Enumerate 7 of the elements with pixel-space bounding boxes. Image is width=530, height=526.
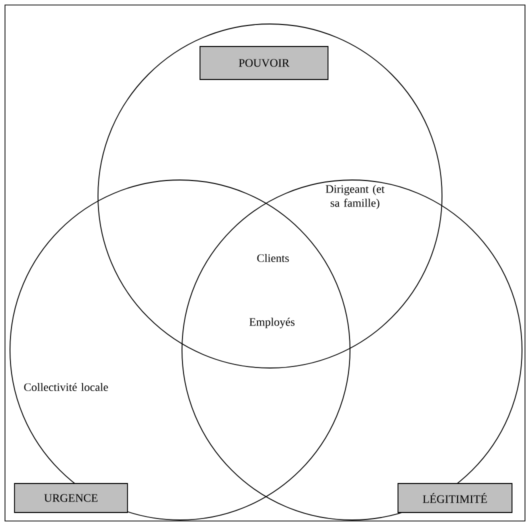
label-box: POUVOIR: [200, 46, 328, 80]
region-label: Dirigeant (et sa famille): [326, 184, 385, 210]
label-box: URGENCE: [14, 483, 128, 513]
label-box: LÉGITIMITÉ: [398, 483, 512, 513]
region-label: Collectivité locale: [24, 382, 108, 392]
region-label: Employés: [249, 318, 294, 328]
region-label: Clients: [257, 254, 289, 262]
